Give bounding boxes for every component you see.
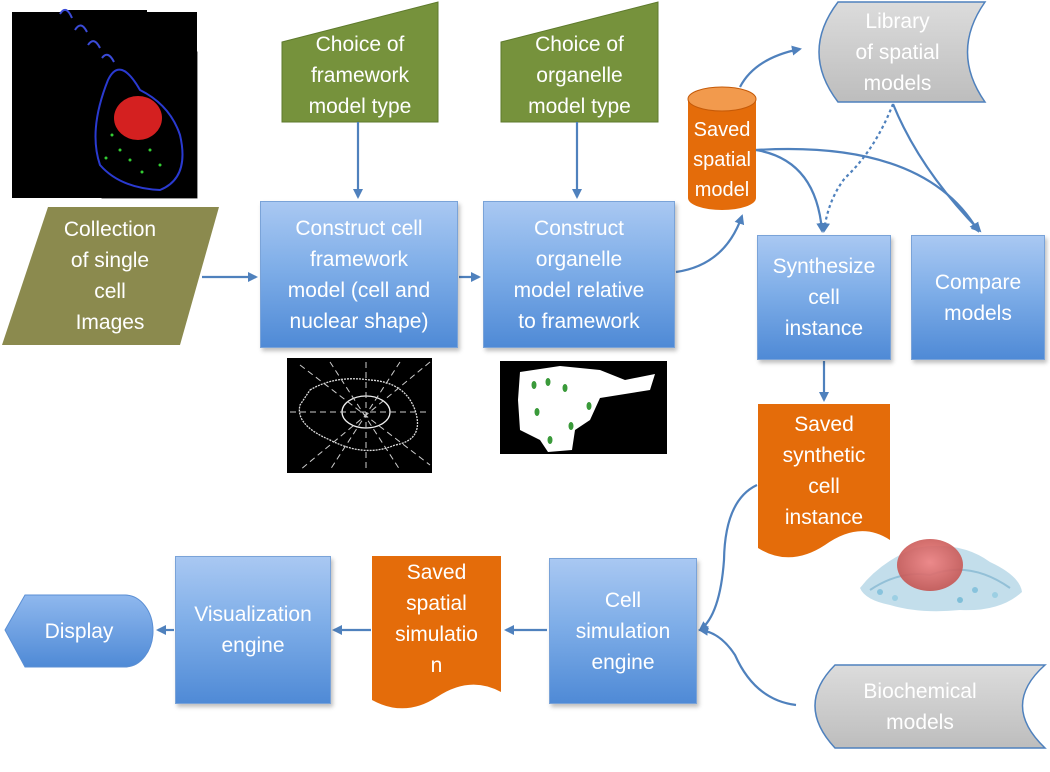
choice-framework-shape xyxy=(281,1,439,123)
arrow-library-to-synthesize-dotted xyxy=(820,103,895,233)
collection-shape xyxy=(2,207,219,345)
synthesize-cell-box[interactable]: Synthesize cell instance xyxy=(757,235,891,360)
saved-spatial-model-cylinder xyxy=(687,86,757,210)
construct-organelle-box[interactable]: Construct organelle model relative to fr… xyxy=(483,201,675,348)
arrow-saved-synthetic-to-cell-sim xyxy=(698,484,758,632)
compare-models-box[interactable]: Compare models xyxy=(911,235,1045,360)
cell-framework-thumbnail xyxy=(287,358,432,473)
visualization-engine-box[interactable]: Visualization engine xyxy=(175,556,331,704)
cell-simulation-engine-box[interactable]: Cell simulation engine xyxy=(549,558,697,704)
display-shape xyxy=(4,594,154,668)
biochemical-shape xyxy=(814,664,1047,749)
arrow-biochemical-to-cell-sim xyxy=(698,625,797,707)
saved-synthetic-node: Saved synthetic cell instance xyxy=(782,413,866,529)
library-node: Library of spatial models xyxy=(855,9,940,95)
choice-organelle-node: Choice of organelle model type xyxy=(528,32,631,118)
biochemical-node: Biochemical models xyxy=(863,680,977,734)
saved-spatial-sim-node: Saved spatial simulatio n xyxy=(395,561,478,677)
display-node[interactable]: Display xyxy=(44,619,114,643)
collection-node: Collection of single cell Images xyxy=(63,218,157,334)
arrow-library-to-compare xyxy=(891,103,982,233)
arrow-saved-model-to-compare xyxy=(755,147,980,233)
construct-cell-framework-box[interactable]: Construct cell framework model (cell and… xyxy=(260,201,458,348)
microscopy-image-stack xyxy=(12,8,198,199)
library-shape xyxy=(818,1,987,103)
synthetic-cell-render xyxy=(860,539,1022,612)
choice-framework-node: Choice of framework model type xyxy=(308,32,412,118)
arrow-saved-model-to-synthesize xyxy=(755,148,827,233)
saved-spatial-sim-shape xyxy=(372,556,501,709)
organelle-thumbnail xyxy=(500,361,667,454)
arrow-saved-model-to-library xyxy=(739,45,802,88)
connectors xyxy=(156,45,982,707)
saved-spatial-model-node: Saved spatial model xyxy=(693,119,751,201)
saved-synthetic-shape xyxy=(758,404,890,558)
choice-organelle-shape xyxy=(500,1,659,123)
arrow-construct-organelle-to-saved-model xyxy=(675,214,745,274)
